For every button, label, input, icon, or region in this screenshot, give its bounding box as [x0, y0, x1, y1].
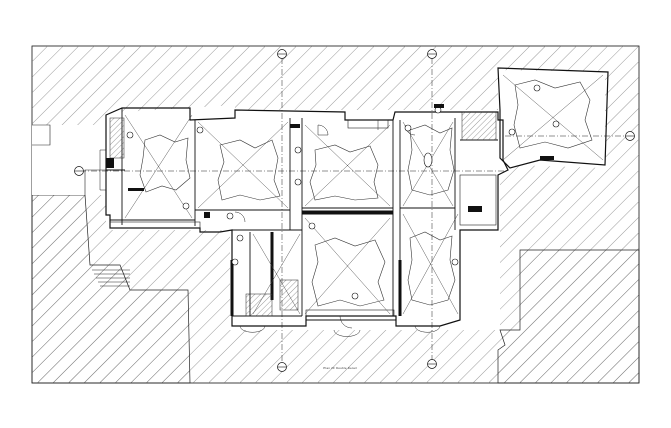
- drawing-caption: Plan 2F Double Detail: [323, 366, 357, 370]
- exterior-walls: [105, 67, 609, 327]
- light-fixtures: [126, 84, 560, 300]
- equipment-marks: [106, 104, 554, 218]
- ceiling-diagonals: [124, 74, 604, 315]
- hatched-zones: [109, 111, 497, 317]
- room-ceiling-shapes: [139, 79, 593, 307]
- site-hatching: [31, 46, 640, 384]
- counters: [109, 119, 497, 317]
- interior-walls: [106, 108, 498, 321]
